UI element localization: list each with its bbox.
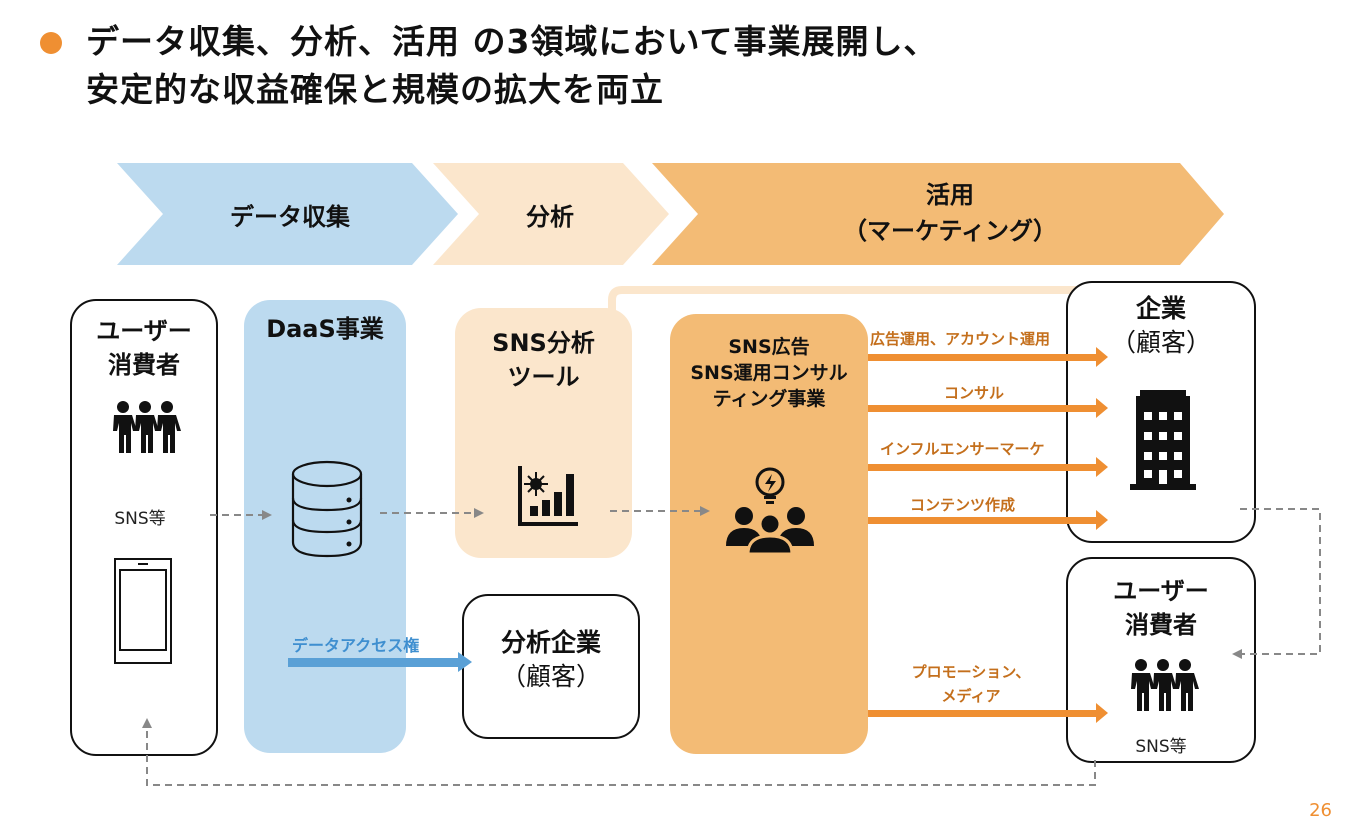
service-arrow-label-1: 広告運用、アカウント運用 bbox=[870, 330, 1051, 348]
promo-arrow-label: プロモーション、 メディア bbox=[896, 660, 1046, 708]
phase-label-utilize-line2: （マーケティング） bbox=[842, 217, 1058, 245]
phase-label-utilize: 活用 （マーケティング） bbox=[720, 177, 1180, 249]
phase-chevron-collect bbox=[117, 163, 458, 265]
data-access-arrow-shaft bbox=[288, 658, 460, 667]
page-title-line1: データ収集、分析、活用 の3領域において事業展開し、 bbox=[86, 22, 938, 61]
phase-label-analyze: 分析 bbox=[526, 203, 574, 231]
service-arrow-head-1 bbox=[1096, 347, 1108, 367]
people-icon bbox=[1131, 659, 1199, 711]
user-right-title: ユーザー 消費者 bbox=[1066, 574, 1256, 642]
analysis-client-line1: 分析企業 bbox=[500, 628, 601, 657]
analysis-client-box bbox=[462, 594, 640, 739]
title-bullet-icon bbox=[40, 32, 62, 54]
service-arrow-shaft-1 bbox=[868, 354, 1098, 361]
data-access-arrow-head bbox=[458, 652, 472, 672]
database-icon bbox=[291, 460, 363, 558]
user-left-title: ユーザー 消費者 bbox=[70, 314, 218, 382]
phase-chevron-analyze bbox=[433, 163, 669, 265]
building-icon bbox=[1130, 390, 1196, 490]
analytics-chart-icon bbox=[518, 466, 578, 526]
service-arrow-shaft-2 bbox=[868, 405, 1098, 412]
user-left-title-line2: 消費者 bbox=[108, 351, 180, 379]
consulting-title-line2: SNS運用コンサル bbox=[690, 362, 848, 384]
service-arrow-head-3 bbox=[1096, 457, 1108, 477]
dashed-arrow-company-to-user bbox=[1240, 508, 1321, 655]
page-number: 26 bbox=[1309, 800, 1332, 821]
daas-title: DaaS事業 bbox=[266, 315, 384, 343]
analysis-client-title: 分析企業 （顧客） bbox=[462, 626, 640, 694]
company-client-line1: 企業 bbox=[1135, 294, 1186, 323]
page-title-line2: 安定的な収益確保と規模の拡大を両立 bbox=[86, 70, 664, 109]
sns-tool-panel bbox=[455, 308, 632, 558]
daas-panel bbox=[244, 300, 406, 753]
team-idea-icon bbox=[726, 467, 814, 556]
company-client-line2: （顧客） bbox=[1110, 328, 1211, 357]
promo-arrow-label-line2: メディア bbox=[941, 687, 1001, 705]
company-client-title: 企業 （顧客） bbox=[1066, 292, 1256, 360]
user-right-title-line2: 消費者 bbox=[1125, 611, 1197, 639]
consulting-title-line1: SNS広告 bbox=[728, 336, 810, 358]
page-title: データ収集、分析、活用 の3領域において事業展開し、 安定的な収益確保と規模の拡… bbox=[86, 18, 937, 114]
service-arrow-head-4 bbox=[1096, 510, 1108, 530]
service-arrow-shaft-4 bbox=[868, 517, 1098, 524]
sns-tool-title-line2: ツール bbox=[507, 363, 580, 391]
user-right-title-line1: ユーザー bbox=[1113, 577, 1209, 605]
promo-arrow-label-line1: プロモーション、 bbox=[911, 663, 1031, 681]
phase-chevron-utilize bbox=[652, 163, 1224, 265]
user-left-title-line1: ユーザー bbox=[96, 317, 192, 345]
consulting-title-line3: ティング事業 bbox=[712, 388, 826, 410]
dashed-arrow-user-return bbox=[146, 726, 1096, 786]
service-arrow-head-2 bbox=[1096, 398, 1108, 418]
smartphone-icon bbox=[114, 558, 172, 664]
promo-arrow-shaft bbox=[868, 710, 1098, 717]
service-arrow-label-2: コンサル bbox=[944, 384, 1005, 402]
people-icon bbox=[113, 401, 181, 453]
phase-label-utilize-line1: 活用 bbox=[926, 181, 974, 209]
service-arrow-label-3: インフルエンサーマーケ bbox=[880, 440, 1045, 458]
sns-tool-title: SNS分析 ツール bbox=[455, 326, 632, 394]
consulting-title: SNS広告 SNS運用コンサル ティング事業 bbox=[664, 334, 874, 412]
analysis-client-line2: （顧客） bbox=[500, 662, 601, 691]
user-left-box bbox=[70, 299, 218, 756]
user-right-sns-label: SNS等 bbox=[1135, 737, 1187, 757]
promo-arrow-head bbox=[1096, 703, 1108, 723]
sns-tool-title-line1: SNS分析 bbox=[492, 329, 595, 357]
service-arrow-label-4: コンテンツ作成 bbox=[910, 496, 1016, 514]
phase-label-collect: データ収集 bbox=[230, 203, 350, 231]
user-left-sns-label: SNS等 bbox=[114, 509, 166, 529]
data-access-label: データアクセス権 bbox=[292, 636, 420, 655]
service-arrow-shaft-3 bbox=[868, 464, 1098, 471]
